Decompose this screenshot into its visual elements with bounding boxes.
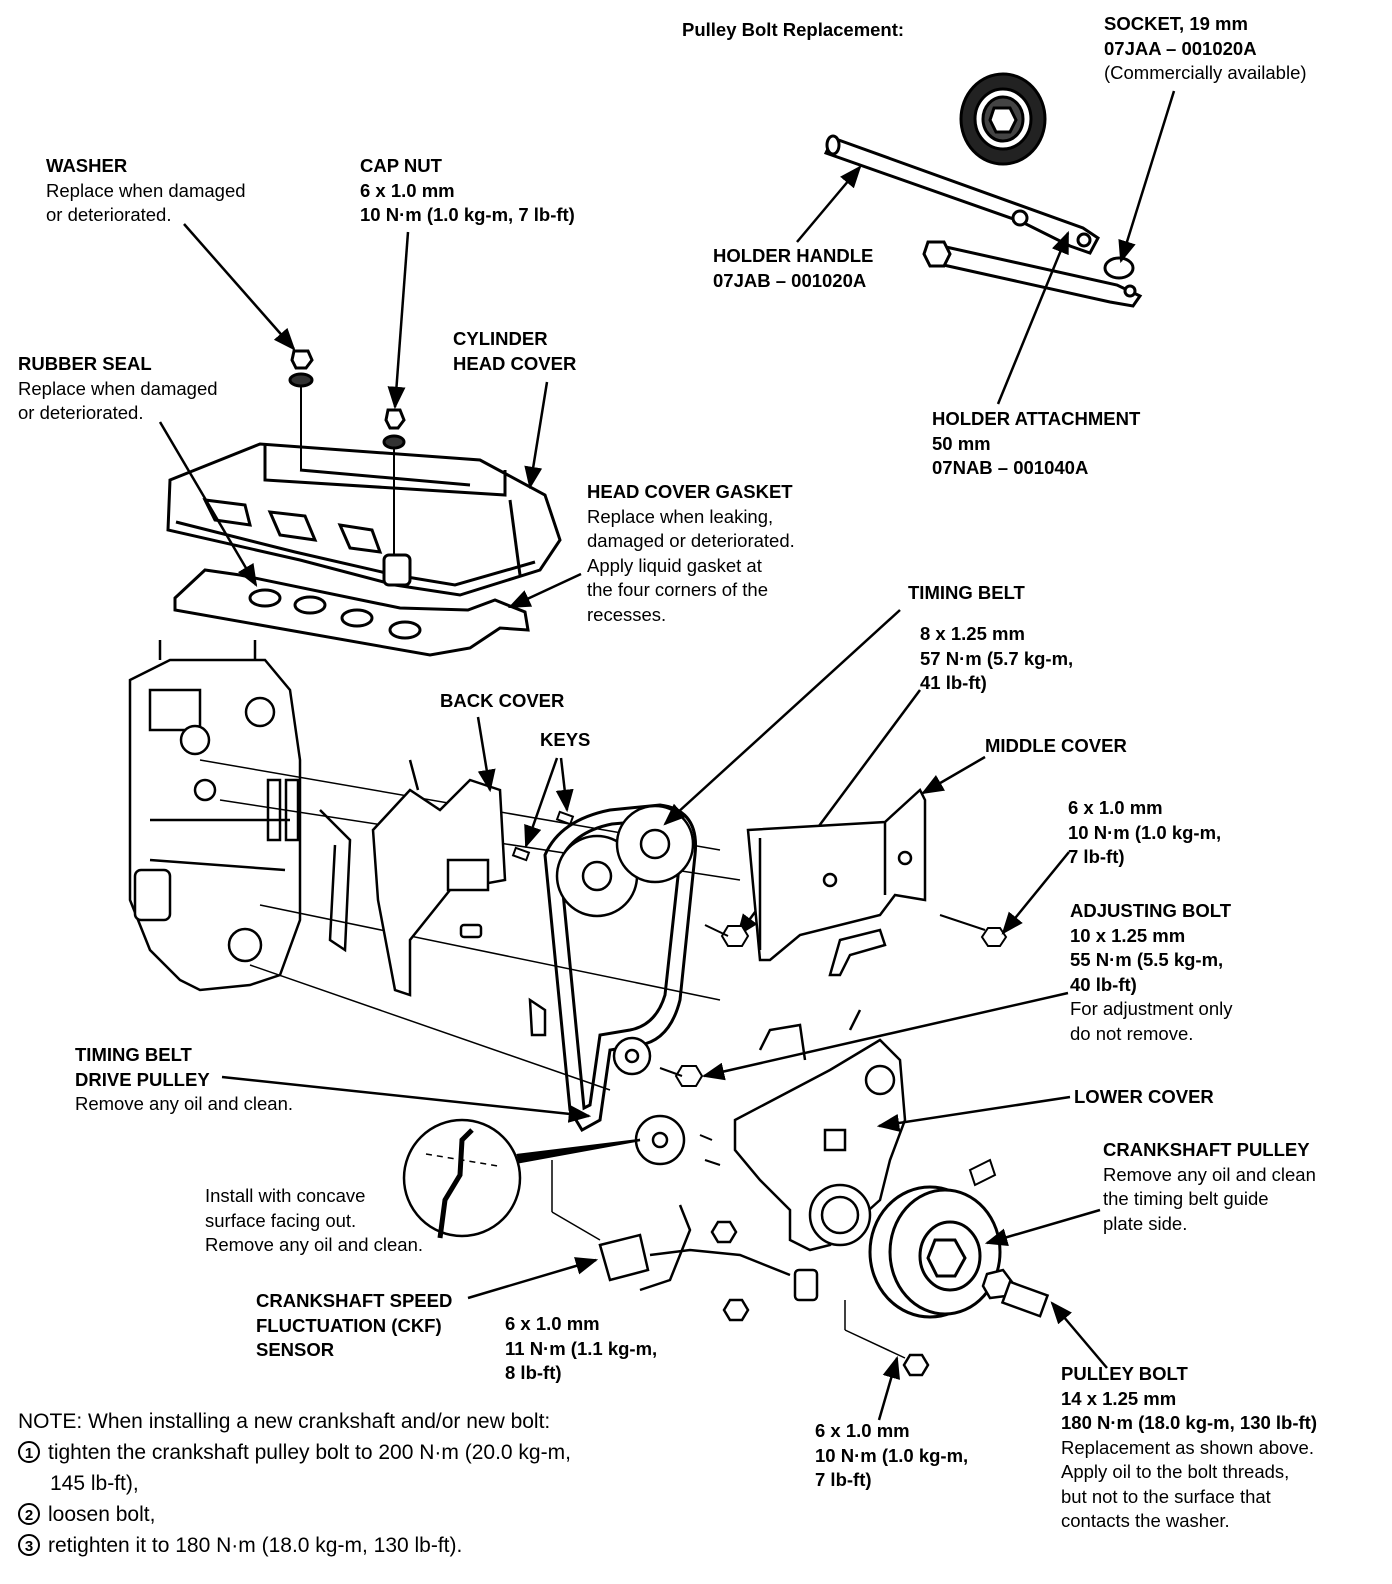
crankshaft-pulley-label: CRANKSHAFT PULLEY Remove any oil and cle… [1103,1139,1316,1234]
pulley-bolt [981,1268,1050,1318]
head-cover-gasket [173,568,530,657]
engine-block [128,640,302,992]
keys [511,810,575,862]
ckf-sensor-bolt-spec: 6 x 1.0 mm 11 N·m (1.1 kg-m, 8 lb-ft) [505,1313,658,1383]
adjusting-bolt-label: ADJUSTING BOLT 10 x 1.25 mm 55 N·m (5.5 … [1070,900,1233,1044]
head-cover-gasket-label: HEAD COVER GASKET Replace when leaking, … [587,481,795,625]
install-note: Install with concave surface facing out.… [205,1185,424,1255]
middle-cover-bolt-spec: 6 x 1.0 mm 10 N·m (1.0 kg-m, 7 lb-ft) [1068,797,1222,867]
timing-belt-bolts [659,924,750,1087]
lower-cover-bolt-spec: 6 x 1.0 mm 10 N·m (1.0 kg-m, 7 lb-ft) [815,1420,969,1490]
clip [699,1134,997,1187]
step-number-1: 1 [18,1441,40,1463]
timing-belt-drive-pulley-label: TIMING BELT DRIVE PULLEY Remove any oil … [75,1044,294,1114]
holder-attachment-label: HOLDER ATTACHMENT 50 mm 07NAB – 001040A [932,408,1141,478]
step-number-3: 3 [18,1534,40,1556]
middle-cover-label: MIDDLE COVER [985,735,1127,756]
crankshaft-pulley [868,1185,1002,1319]
installation-note: NOTE: When installing a new crankshaft a… [18,1406,571,1561]
tensioner-and-drive-pulley [528,997,686,1166]
back-cover-label: BACK COVER [440,690,565,711]
detail-inset [402,1118,641,1239]
rubber-seal-label: RUBBER SEAL Replace when damaged or dete… [18,353,218,423]
note-header: NOTE: When installing a new crankshaft a… [18,1410,551,1433]
tool-holder-attachment [922,240,1143,308]
tool-holder-handle [823,134,1100,255]
pulley-bolt-label: PULLEY BOLT 14 x 1.25 mm 180 N·m (18.0 k… [1061,1363,1317,1531]
timing-belt-label: TIMING BELT [908,582,1025,603]
lower-cover-label: LOWER COVER [1074,1086,1214,1107]
ckf-sensor [598,1204,930,1377]
middle-cover-bolt [939,914,1008,947]
pulley-bolt-replacement-title: Pulley Bolt Replacement: [682,19,905,40]
tool-socket-pulley [959,72,1047,166]
socket-label: SOCKET, 19 mm 07JAA – 001020A (Commercia… [1104,13,1307,83]
lower-cover [733,1009,907,1252]
washer-and-nut [288,349,406,555]
holder-handle-label: HOLDER HANDLE 07JAB – 001020A [713,245,874,291]
cap-nut-label: CAP NUT 6 x 1.0 mm 10 N·m (1.0 kg-m, 7 l… [360,155,575,225]
step-number-2: 2 [18,1503,40,1525]
middle-cover [746,787,927,977]
keys-label: KEYS [540,729,591,750]
cylinder-head-cover [166,442,562,597]
note-step-1-continued: 145 lb-ft), [50,1472,139,1495]
ckf-sensor-label: CRANKSHAFT SPEED FLUCTUATION (CKF) SENSO… [256,1290,453,1360]
timing-belt-bolt-spec: 8 x 1.25 mm 57 N·m (5.7 kg-m, 41 lb-ft) [920,623,1074,693]
washer-label: WASHER Replace when damaged or deteriora… [46,155,246,225]
cylinder-head-cover-label: CYLINDER HEAD COVER [453,328,577,374]
back-cover [319,759,507,997]
